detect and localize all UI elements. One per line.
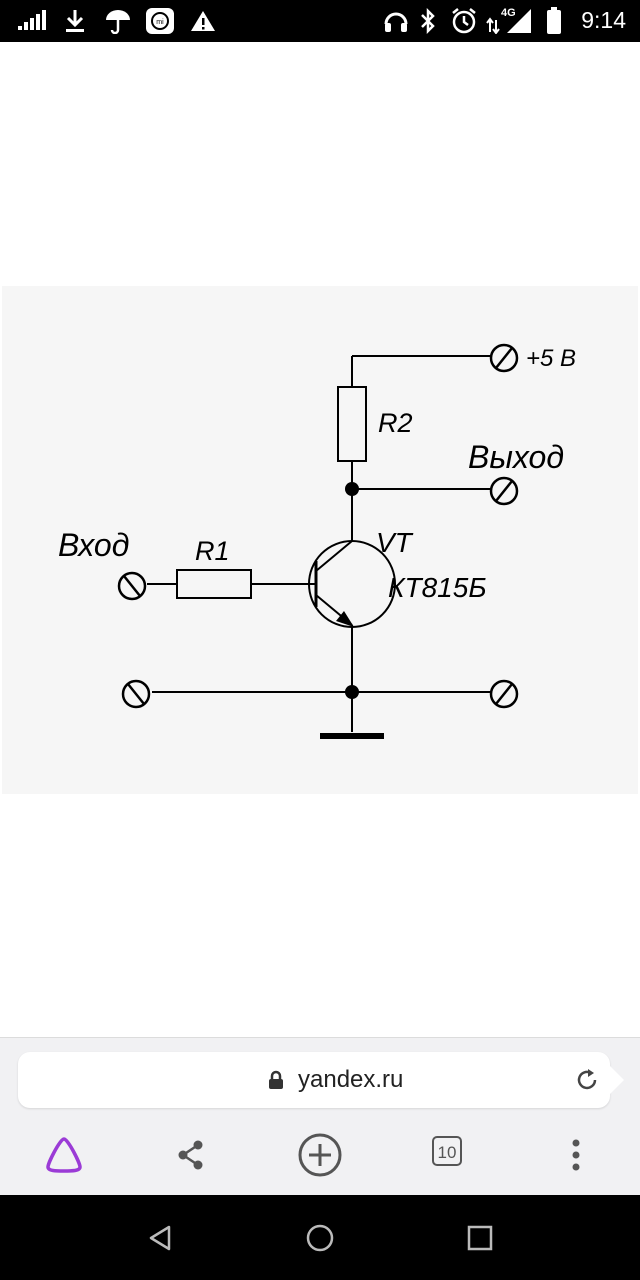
share-button[interactable]	[163, 1133, 219, 1177]
download-icon	[64, 8, 86, 34]
umbrella-icon	[104, 8, 132, 34]
mi-app-icon: mi	[145, 8, 175, 34]
circuit-image: +5 В R2 Выход Вход R1 VT КТ815Б	[2, 286, 638, 794]
page-content: +5 В R2 Выход Вход R1 VT КТ815Б	[0, 42, 640, 1037]
cell-signal-icon	[505, 8, 533, 34]
signal-bars-icon	[18, 8, 48, 34]
new-tab-icon	[298, 1133, 342, 1177]
more-icon	[572, 1139, 580, 1171]
warning-icon	[190, 8, 216, 34]
alice-icon	[46, 1137, 82, 1173]
recents-icon	[467, 1225, 493, 1251]
browser-bottom-bar: yandex.ru 10	[0, 1037, 640, 1196]
junction-dot	[345, 482, 359, 496]
r2-label: R2	[378, 408, 413, 438]
terminal-input	[117, 571, 147, 601]
output-label: Выход	[468, 439, 564, 475]
address-bar[interactable]: yandex.ru	[18, 1052, 624, 1108]
bluetooth-icon	[418, 8, 438, 34]
supply-label: +5 В	[526, 345, 576, 372]
recents-button[interactable]	[455, 1213, 505, 1263]
tabs-button[interactable]: 10	[420, 1133, 476, 1177]
home-icon	[306, 1224, 334, 1252]
headphones-icon	[383, 8, 409, 34]
clock: 9:14	[581, 7, 626, 33]
terminal-supply	[489, 343, 519, 373]
url-text[interactable]: yandex.ru	[298, 1066, 404, 1093]
network-type: 4G	[501, 7, 516, 19]
lock-icon	[268, 1070, 284, 1095]
ground-bar	[320, 733, 384, 739]
terminal-common-right	[489, 679, 519, 709]
data-arrows-icon	[486, 8, 500, 34]
circuit-diagram: +5 В R2 Выход Вход R1 VT КТ815Б	[58, 343, 576, 739]
back-button[interactable]	[135, 1213, 185, 1263]
terminal-output	[489, 476, 519, 506]
part-label: КТ815Б	[388, 572, 487, 603]
more-button[interactable]	[548, 1133, 604, 1177]
alice-button[interactable]	[36, 1133, 92, 1177]
vt-label: VT	[376, 527, 414, 558]
reload-icon[interactable]	[574, 1067, 600, 1098]
system-navigation-bar	[0, 1195, 640, 1280]
junction-dot	[345, 685, 359, 699]
r1-label: R1	[195, 536, 230, 566]
terminal-common-left	[121, 679, 151, 709]
emitter-arrow-icon	[336, 611, 354, 627]
share-icon	[178, 1140, 203, 1170]
home-button[interactable]	[295, 1213, 345, 1263]
back-icon	[149, 1225, 171, 1251]
r2-resistor	[337, 386, 367, 462]
status-bar: mi 4G 9:14	[0, 0, 640, 42]
input-label: Вход	[58, 527, 129, 563]
alarm-icon	[450, 8, 478, 34]
battery-icon	[546, 7, 562, 34]
svg-text:mi: mi	[156, 19, 164, 26]
r1-resistor	[176, 569, 252, 599]
tabs-icon: 10	[432, 1136, 462, 1166]
new-tab-button[interactable]	[292, 1133, 348, 1177]
